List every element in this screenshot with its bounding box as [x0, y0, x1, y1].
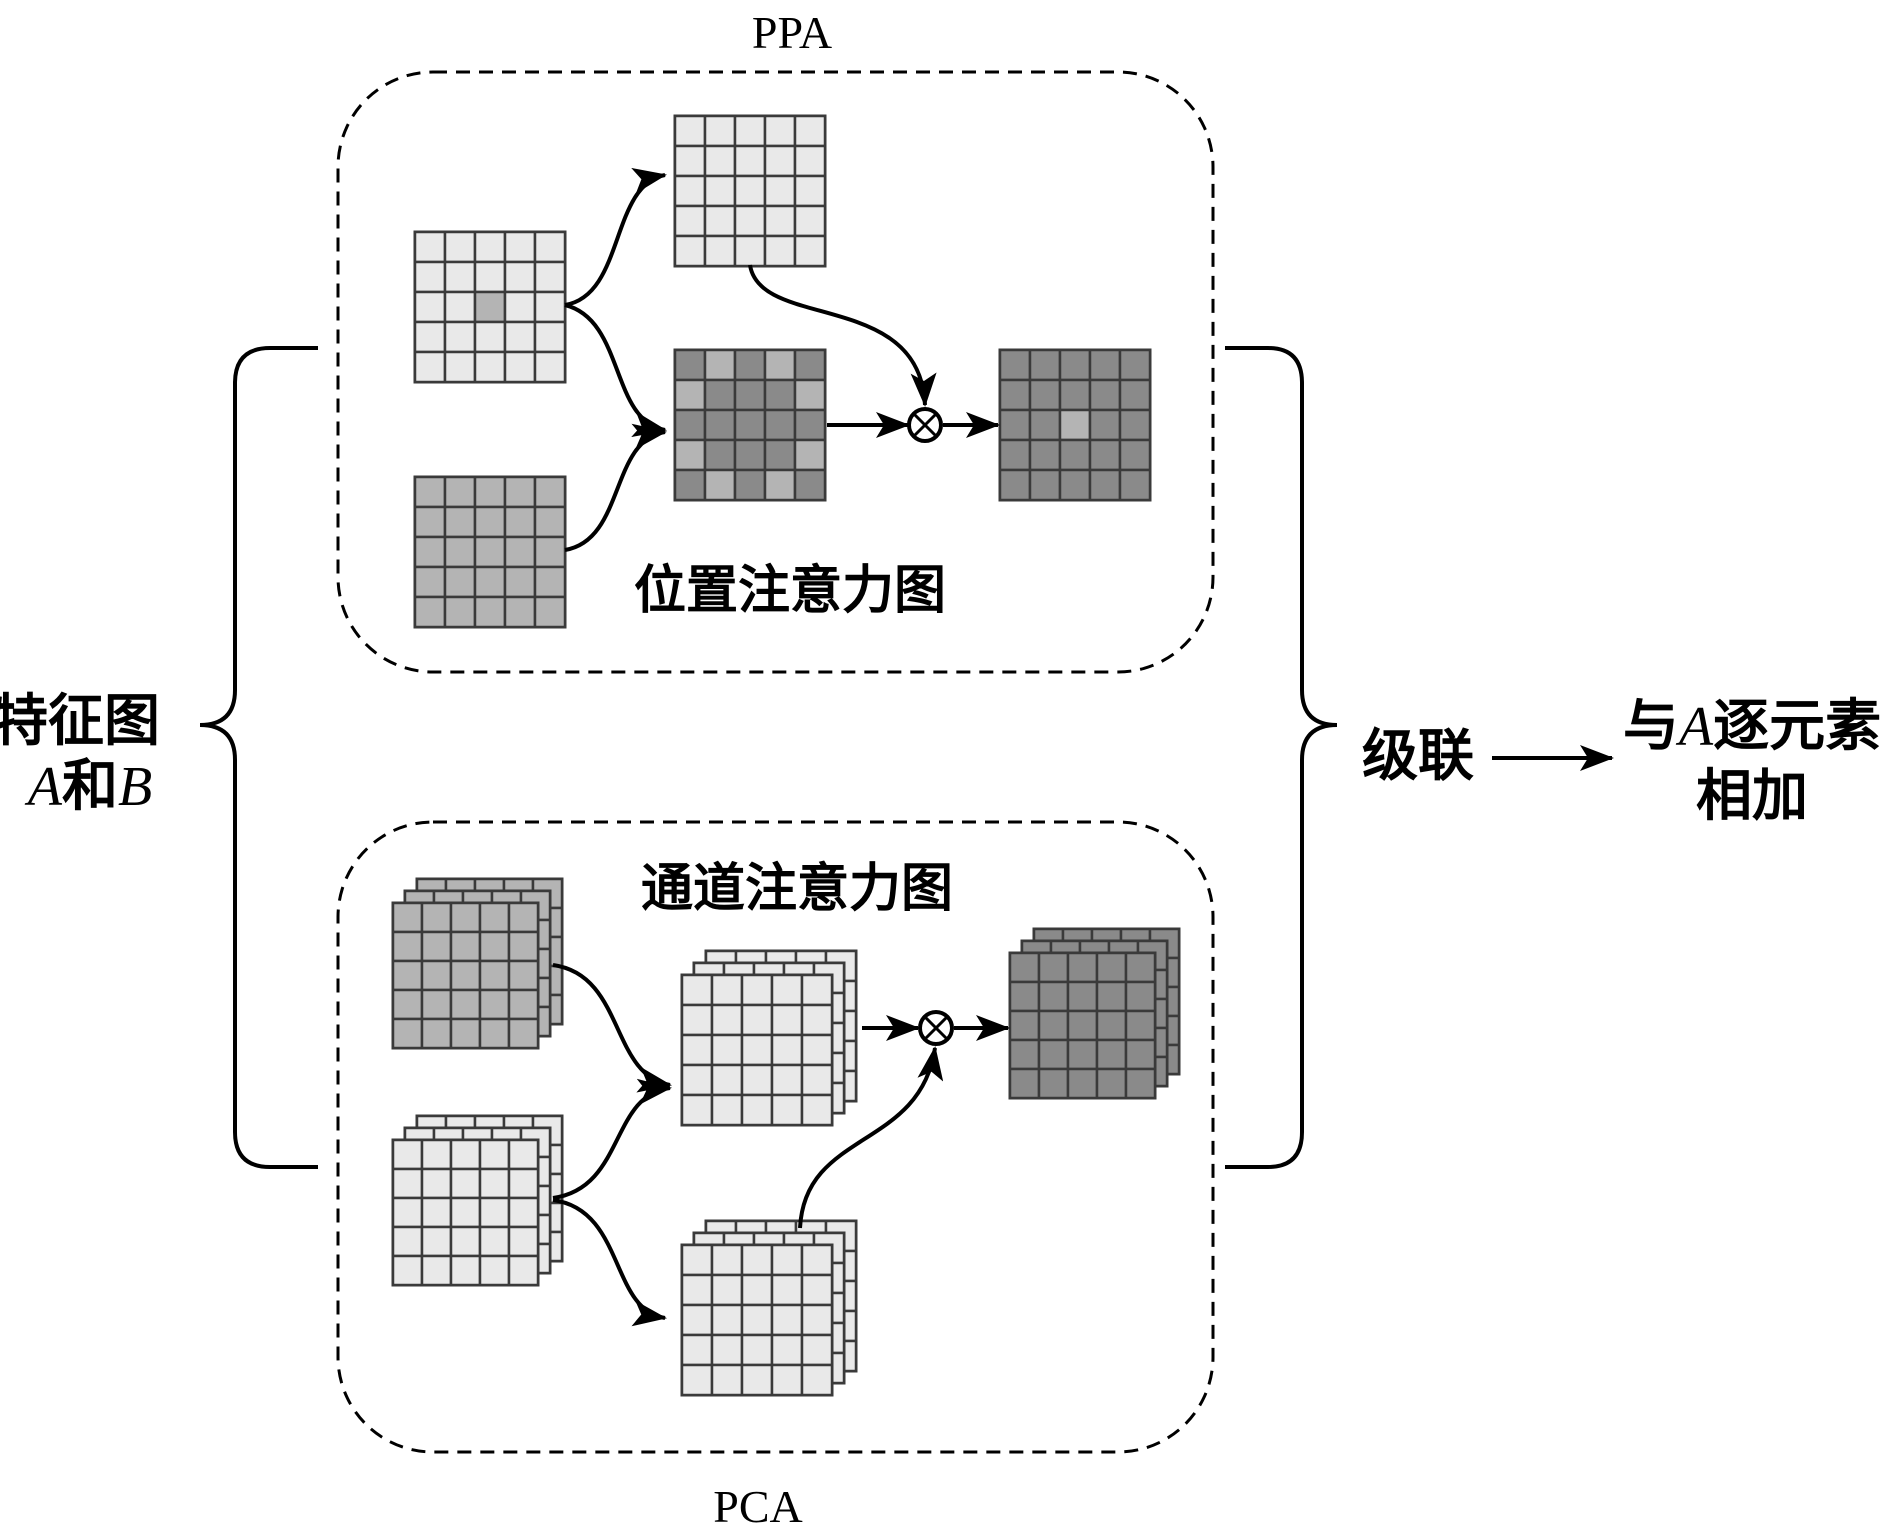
pca-arrow-b-to-key — [552, 1198, 667, 1327]
ppa-arrow-a-to-query — [564, 168, 667, 307]
right-brace — [1225, 346, 1338, 1169]
ppa-module-box — [336, 70, 1215, 674]
output-suffix: 逐元素 — [1713, 694, 1881, 759]
pca-query-grid — [680, 949, 858, 1127]
input-label-line1: 特征图 — [0, 689, 160, 754]
left-brace — [199, 346, 318, 1169]
pca-input-b-grid — [391, 1114, 564, 1287]
ppa-arrow-b-to-attention — [564, 423, 667, 552]
ppa-attention-grid — [673, 348, 827, 502]
input-var-b: B — [118, 756, 152, 818]
ppa-input-a-grid — [413, 230, 567, 384]
input-conjunction: 和 — [62, 754, 118, 819]
pca-title: PCA — [713, 1481, 802, 1532]
ppa-arrow-query-to-multiply — [748, 264, 937, 407]
pca-multiply-icon — [918, 1010, 954, 1046]
input-label-line2: A和B — [24, 754, 152, 819]
pca-caption: 通道注意力图 — [641, 859, 953, 919]
ppa-output-grid — [998, 348, 1152, 502]
ppa-title: PPA — [752, 7, 832, 58]
pca-input-a-grid — [391, 877, 564, 1050]
pca-arrow-b-to-query — [552, 1078, 672, 1200]
ppa-input-b-grid — [413, 475, 567, 629]
ppa-arrow-a-to-attention — [564, 303, 667, 438]
ppa-multiply-icon — [907, 407, 943, 443]
output-label-line2: 相加 — [1696, 764, 1808, 829]
ppa-query-grid — [673, 114, 827, 268]
concat-label: 级联 — [1362, 724, 1474, 789]
input-var-a: A — [24, 756, 63, 818]
output-var-a: A — [1675, 696, 1714, 758]
pca-output-grid — [1008, 927, 1181, 1100]
ppa-caption: 位置注意力图 — [634, 561, 946, 621]
pca-arrow-key-to-multiply — [798, 1046, 944, 1229]
pca-key-grid — [680, 1219, 858, 1397]
output-prefix: 与 — [1623, 694, 1679, 759]
output-label-line1: 与A逐元素 — [1623, 694, 1881, 759]
pca-arrow-a-to-query — [552, 963, 672, 1093]
